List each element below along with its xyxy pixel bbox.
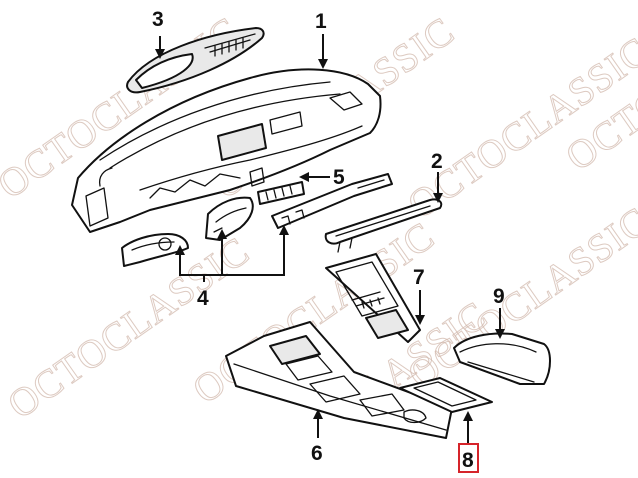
- callout-labels: 3 1 5 2 4 7 9 6 8: [152, 8, 505, 473]
- part-7-shifter-bezel: [325, 253, 421, 343]
- part-8-rear-console-trim: [399, 377, 493, 413]
- callout-7[interactable]: 7: [413, 266, 425, 289]
- callout-9[interactable]: 9: [493, 285, 505, 308]
- part-9-armrest-lid: [453, 332, 551, 385]
- callout-5[interactable]: 5: [333, 166, 345, 189]
- leader-lines: [155, 34, 505, 443]
- callout-2[interactable]: 2: [431, 150, 443, 173]
- part-6-center-console: [225, 321, 453, 439]
- callout-8-highlight-box: [458, 443, 479, 473]
- callout-6[interactable]: 6: [311, 442, 323, 465]
- part-3-gauge-hood: [126, 27, 265, 94]
- callout-4[interactable]: 4: [197, 287, 209, 310]
- callout-1[interactable]: 1: [315, 10, 327, 33]
- leader-4a: [175, 245, 205, 282]
- part-5-vent-trim: [257, 181, 305, 205]
- callout-8[interactable]: 8: [462, 449, 474, 472]
- part-4-lower-trim-pieces: [121, 173, 393, 267]
- callout-3[interactable]: 3: [152, 8, 164, 31]
- leader-4c: [222, 225, 289, 276]
- part-1-dashboard: [71, 68, 382, 233]
